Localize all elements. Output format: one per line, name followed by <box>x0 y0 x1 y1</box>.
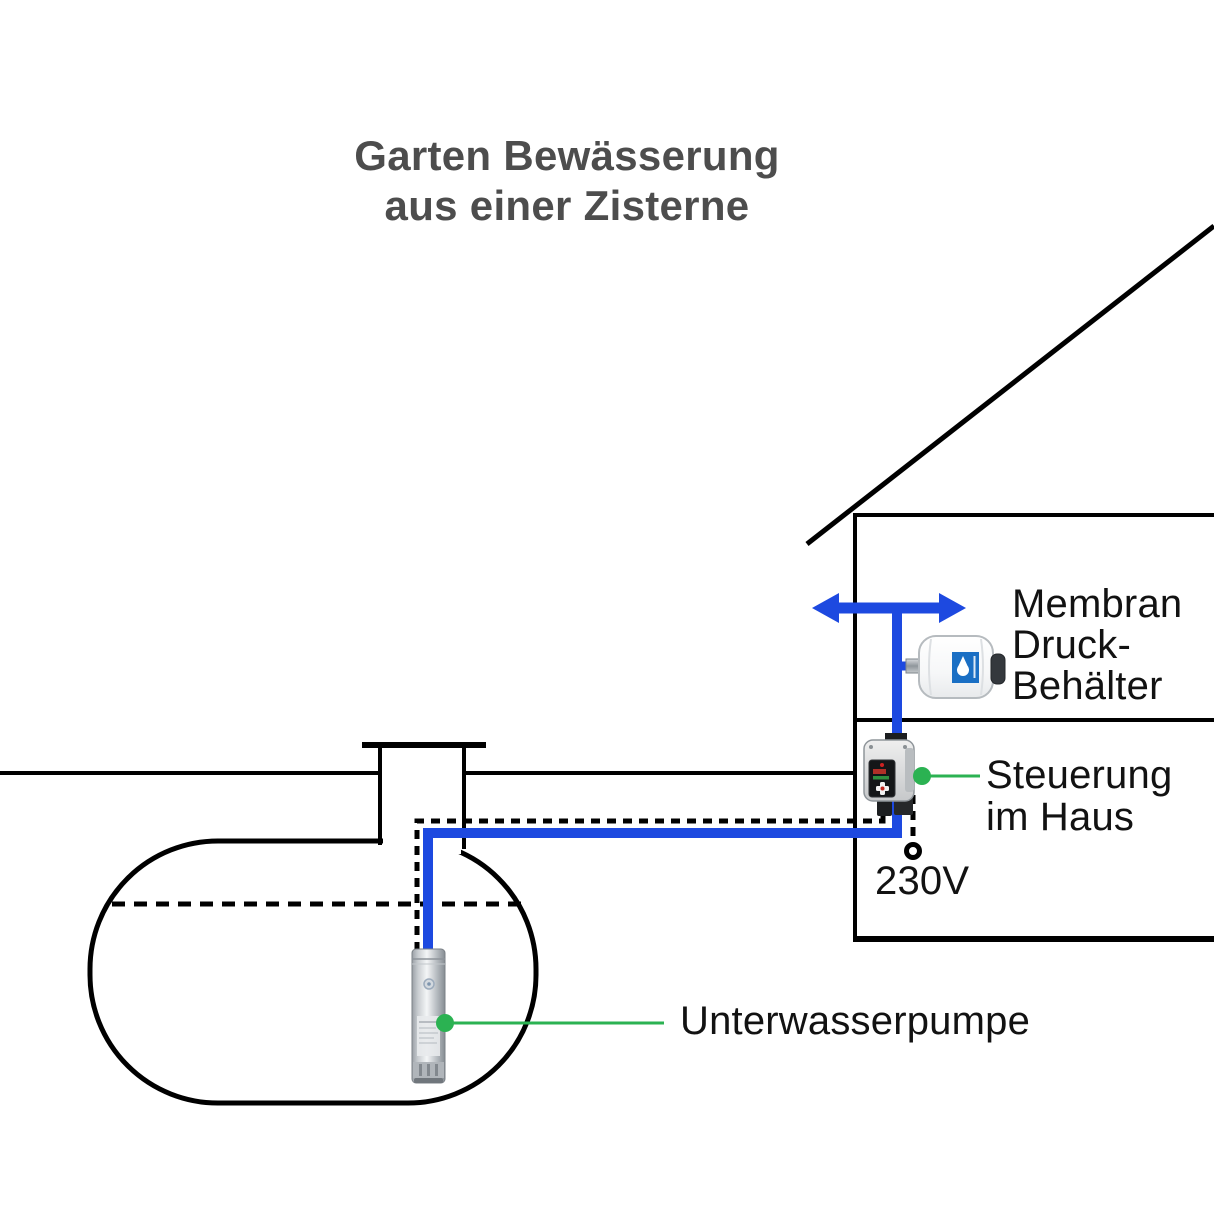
flow-arrow-left-head <box>812 593 839 623</box>
flow-arrow-right-head <box>939 593 966 623</box>
voltage-label: 230V <box>875 859 970 903</box>
cistern-body <box>87 838 539 1106</box>
membrane-tank-label-line1: Membran <box>1012 582 1183 626</box>
membrane-tank-illustration <box>905 635 1006 699</box>
roof-line <box>805 224 1214 546</box>
submersible-pump-illustration <box>411 948 446 1084</box>
tank-end-cap <box>990 653 1006 685</box>
diagram-title: Garten Bewässerung aus einer Zisterne <box>257 131 877 231</box>
water-drop-icon-base <box>957 664 969 676</box>
submersible-pump-label: Unterwasserpumpe <box>680 999 1031 1043</box>
pump-spec-label <box>417 1016 440 1056</box>
pump-power-cable <box>414 805 886 951</box>
controller-display-red <box>873 769 886 774</box>
controller-screw <box>869 745 873 749</box>
pump-controller-illustration <box>863 733 915 816</box>
house-outline <box>805 224 1214 942</box>
controller-screw <box>903 745 907 749</box>
controller-side-flange <box>905 748 914 792</box>
membrane-tank-label: Membran Druck- Behälter <box>1012 584 1182 707</box>
controller-display-green <box>873 776 889 780</box>
pump-bottom-cap <box>414 1078 443 1083</box>
pump-badge-center <box>427 982 431 986</box>
controller-label-line1: Steuerung <box>986 753 1173 797</box>
cistern-neck-opening <box>383 833 461 854</box>
membrane-tank-label-line2: Druck- <box>1012 623 1131 667</box>
controller-label-line2: im Haus <box>986 795 1135 839</box>
tank-seam-right <box>980 638 984 696</box>
pump-intake-slot <box>427 1064 430 1076</box>
controller-keypad-center <box>880 786 885 791</box>
membrane-tank-label-line3: Behälter <box>1012 664 1163 708</box>
controller-callout-dot <box>913 767 931 785</box>
controller-led <box>880 763 884 767</box>
diagram-title-line1: Garten Bewässerung <box>354 132 780 179</box>
pump-callout-dot <box>436 1014 454 1032</box>
controller-label: Steuerung im Haus <box>986 754 1172 838</box>
power-cable-end-ring <box>904 842 922 860</box>
pump-intake-slot <box>435 1064 438 1076</box>
callout-lines <box>445 774 980 1025</box>
cistern-tank <box>87 742 539 1106</box>
tank-label-text-mark <box>973 656 976 678</box>
diagram-title-line2: aus einer Zisterne <box>384 182 750 229</box>
pump-intake-slot <box>419 1064 422 1076</box>
pump-to-controller-pipe <box>423 604 902 951</box>
tank-seam-left <box>928 638 932 696</box>
